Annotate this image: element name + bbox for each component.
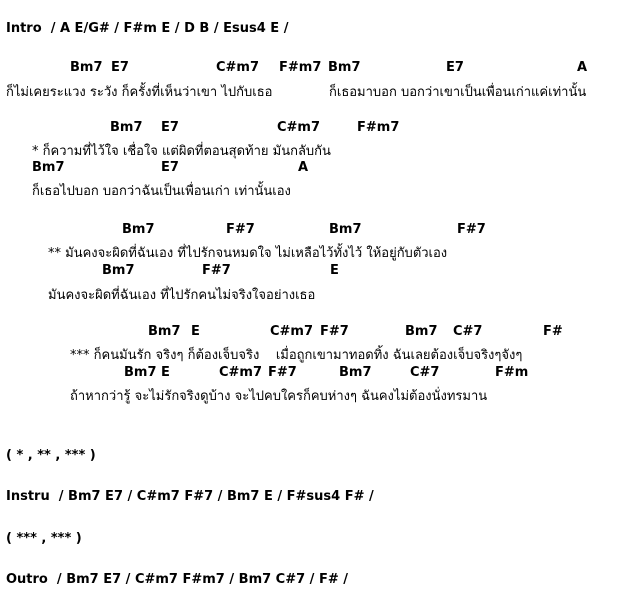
chord: Bm7 — [70, 60, 103, 75]
chord: Bm7 — [328, 60, 361, 75]
lyric-line: * ก็ความที่ไว้ใจ เชื่อใจ แต่ผิดที่ตอนสุด… — [32, 144, 331, 159]
outro-line: Outro / Bm7 E7 / C#m7 F#m7 / Bm7 C#7 / F… — [6, 572, 349, 587]
lyric-line: ก็เธอไปบอก บอกว่าฉันเป็นเพื่อนเก่า เท่าน… — [32, 184, 291, 199]
chord: E — [191, 324, 200, 339]
chord: F#m7 — [279, 60, 322, 75]
chord: C#m7 — [270, 324, 314, 339]
chord: E7 — [161, 160, 179, 175]
chord: C#7 — [453, 324, 483, 339]
repeat-marker: ( * , ** , *** ) — [6, 448, 96, 463]
chord: Bm7 — [102, 263, 135, 278]
chord: F# — [543, 324, 563, 339]
lyric-line: *** ก็คนมันรัก จริงๆ ก็ต้องเจ็บจริง เมื่… — [70, 348, 523, 363]
chord: Bm7 — [124, 365, 157, 380]
chord: Bm7 — [110, 120, 143, 135]
lyric-line: มันคงจะผิดที่ฉันเอง ที่ไปรักคนไม่จริงใจอ… — [48, 288, 316, 303]
chord: Bm7 — [32, 160, 65, 175]
chord: Bm7 — [148, 324, 181, 339]
chord: A — [577, 60, 588, 75]
lyric-line: ถ้าหากว่ารู้ จะไม่รักจริงดูบ้าง จะไปคบใค… — [70, 389, 488, 404]
lyric-line: ก็เธอมาบอก บอกว่าเขาเป็นเพื่อนเก่าแค่เท่… — [329, 85, 587, 100]
chord: Bm7 — [122, 222, 155, 237]
lyric-line: ก็ไม่เคยระแวง ระวัง ก็ครั้งที่เห็นว่าเขา… — [6, 85, 273, 100]
chord: F#7 — [320, 324, 349, 339]
chord: E7 — [161, 120, 179, 135]
chord: E — [330, 263, 339, 278]
chord: F#m7 — [357, 120, 400, 135]
instru-line: Instru / Bm7 E7 / C#m7 F#7 / Bm7 E / F#s… — [6, 489, 374, 504]
chord: C#m7 — [216, 60, 260, 75]
lyric-line: ** มันคงจะผิดที่ฉันเอง ที่ไปรักจนหมดใจ ไ… — [48, 246, 448, 261]
chord: Bm7 — [405, 324, 438, 339]
chord: E7 — [111, 60, 129, 75]
chord: C#m7 — [219, 365, 263, 380]
chord: F#7 — [268, 365, 297, 380]
chord: F#7 — [202, 263, 231, 278]
chord: C#7 — [410, 365, 440, 380]
chord: Bm7 — [329, 222, 362, 237]
chord: C#m7 — [277, 120, 321, 135]
repeat-marker: ( *** , *** ) — [6, 531, 82, 546]
chord: F#7 — [457, 222, 486, 237]
chord: Bm7 — [339, 365, 372, 380]
chord: F#m — [495, 365, 529, 380]
chord: F#7 — [226, 222, 255, 237]
intro-line: Intro / A E/G# / F#m E / D B / Esus4 E / — [6, 21, 289, 36]
chord: E7 — [446, 60, 464, 75]
chord: A — [298, 160, 309, 175]
chord: E — [161, 365, 170, 380]
